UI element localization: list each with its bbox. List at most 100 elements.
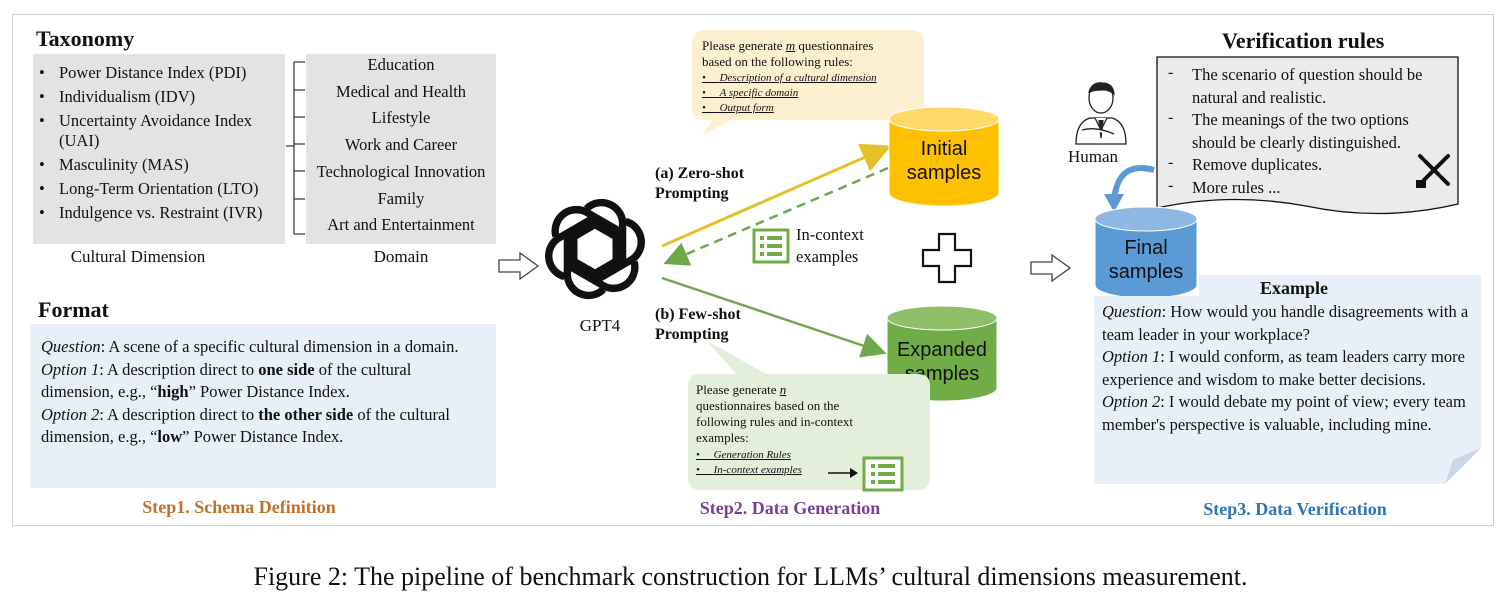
domain-box: Education Medical and Health Lifestyle W…	[306, 54, 496, 244]
zero-prompt-item: • Description of a cultural dimension	[702, 72, 877, 84]
curved-arrow-icon	[1104, 165, 1155, 212]
domain-item: Technological Innovation	[316, 161, 486, 181]
feedback-dashed-arrow	[663, 166, 889, 266]
zero-prompt-item: • A specific domain	[702, 87, 799, 99]
dimension-item: Long-Term Orientation (LTO)	[33, 179, 285, 199]
tools-icon	[1416, 154, 1450, 188]
zero-prompt-line: questionnaires	[795, 38, 874, 53]
human-icon	[1075, 82, 1127, 145]
few-prompt-item: • Generation Rules	[696, 449, 791, 461]
domain-caption: Domain	[373, 247, 429, 266]
format-option2-text: of the cultural dimension, e.g., “	[41, 404, 450, 447]
format-option1-text: ” Power Distance Index.	[188, 382, 350, 401]
example-question-label: Question	[1102, 302, 1162, 321]
prompting-arrows	[661, 143, 892, 358]
dimension-item: Uncertainty Avoidance Index (UAI)	[33, 111, 285, 151]
format-option2-label: Option 2	[41, 404, 100, 424]
openai-logo-icon	[545, 198, 645, 300]
domain-item: Education	[367, 55, 435, 74]
zero-shot-label-line: Prompting	[655, 185, 729, 202]
format-option2-text: : A description direct to	[99, 404, 259, 424]
flow-arrow-icon	[1030, 253, 1072, 283]
format-box: Question: A scene of a specific cultural…	[30, 324, 496, 488]
format-option1-label: Option 1	[41, 359, 100, 379]
rule-item: -Remove duplicates.	[1164, 154, 1456, 177]
flow-arrow-icon	[498, 251, 540, 281]
format-option2-text: ” Power Distance Index.	[182, 427, 344, 446]
zero-prompt-item-text: Output form	[719, 102, 774, 114]
figure-caption: Figure 2: The pipeline of benchmark cons…	[253, 562, 1248, 591]
step1-label: Step1. Schema Definition	[142, 497, 336, 517]
step3-label: Step3. Data Verification	[1203, 499, 1387, 519]
figure-frame	[12, 14, 1494, 526]
zero-shot-prompt-text: Please generate m questionnaires based o…	[702, 38, 924, 116]
in-context-label: In-context examples	[796, 224, 864, 268]
few-shot-arrow	[661, 276, 887, 358]
rule-item: -The scenario of question should be natu…	[1164, 64, 1456, 109]
format-option1-emphasis: one side	[258, 359, 315, 379]
final-samples-cylinder	[1094, 206, 1198, 299]
rule-item: -More rules ...	[1164, 177, 1456, 200]
dimension-item: Power Distance Index (PDI)	[33, 63, 285, 83]
rule-text: More rules ...	[1192, 177, 1281, 197]
final-samples-label-line: Final	[1124, 237, 1168, 259]
few-prompt-item: • In-context examples	[696, 464, 802, 476]
few-shot-label: (b) Few-shot Prompting	[655, 305, 741, 345]
zero-prompt-line: Please generate	[702, 38, 786, 53]
taxonomy-title: Taxonomy	[36, 26, 135, 51]
format-title: Format	[38, 297, 109, 322]
few-prompt-line: following rules and in-context	[696, 414, 854, 429]
example-question-text: : How would you handle disagreements wit…	[1102, 302, 1469, 344]
example-content: Question: How would you handle disagreem…	[1102, 301, 1478, 436]
format-option1-text: : A description direct to	[99, 359, 259, 379]
few-prompt-line: Please generate	[696, 382, 780, 397]
plus-icon	[921, 232, 973, 284]
rule-text: The scenario of question should be natur…	[1192, 65, 1423, 107]
zero-shot-label-line: (a) Zero-shot	[655, 165, 745, 182]
example-option1-label: Option 1	[1102, 347, 1161, 366]
format-option1-text: of the cultural dimension, e.g., “	[41, 359, 412, 402]
final-samples-label-line: samples	[1108, 261, 1184, 283]
domain-item: Work and Career	[344, 135, 458, 155]
few-prompt-variable: n	[779, 382, 787, 397]
zero-prompt-variable: m	[785, 38, 796, 53]
example-option1-text: : I would conform, as team leaders carry…	[1102, 347, 1465, 389]
dimension-item: Indulgence vs. Restraint (IVR)	[33, 203, 285, 223]
format-question-text: : A scene of a specific cultural dimensi…	[100, 337, 459, 356]
example-option2-text: : I would debate my point of view; every…	[1102, 392, 1466, 434]
zero-prompt-line: based on the following rules:	[702, 54, 853, 69]
example-box	[1094, 275, 1481, 484]
step2-label: Step2. Data Generation	[699, 498, 881, 518]
domain-item: Lifestyle	[371, 108, 431, 128]
initial-samples-cylinder	[888, 106, 1000, 207]
in-context-label-line: examples	[796, 247, 859, 266]
in-context-label-line: In-context	[796, 225, 864, 244]
few-prompt-line: questionnaires based on the	[696, 398, 840, 413]
few-shot-bubble	[688, 340, 930, 490]
cultural-dimension-box: Power Distance Index (PDI) Individualism…	[33, 54, 285, 244]
initial-samples-label: Initial samples	[887, 137, 1001, 185]
format-option2-emphasis: the other side	[258, 404, 354, 424]
human-label: Human	[1068, 147, 1119, 166]
dimension-item: Individualism (IDV)	[33, 87, 285, 107]
rules-paper	[1156, 56, 1459, 215]
format-option1-example: high	[157, 382, 189, 401]
zero-shot-bubble	[692, 30, 924, 136]
final-samples-label: Final samples	[1093, 236, 1199, 284]
verification-title: Verification rules	[1222, 28, 1385, 53]
cultural-dimension-caption: Cultural Dimension	[70, 247, 206, 266]
dimension-list: Power Distance Index (PDI) Individualism…	[33, 63, 285, 223]
rule-item: -The meanings of the two options should …	[1164, 109, 1456, 154]
right-arrow-icon	[828, 468, 858, 478]
document-list-icon	[862, 456, 904, 492]
zero-prompt-item: • Output form	[702, 102, 774, 114]
few-prompt-item-text: Generation Rules	[713, 449, 791, 461]
gpt-label: GPT4	[579, 316, 621, 335]
format-question-label: Question	[41, 337, 101, 356]
rule-text: Remove duplicates.	[1192, 155, 1323, 174]
verification-rules-list: -The scenario of question should be natu…	[1164, 64, 1456, 199]
zero-shot-label: (a) Zero-shot Prompting	[655, 164, 744, 204]
document-list-icon	[752, 228, 790, 264]
domain-item: Medical and Health	[335, 81, 467, 101]
example-option2-label: Option 2	[1102, 392, 1161, 411]
